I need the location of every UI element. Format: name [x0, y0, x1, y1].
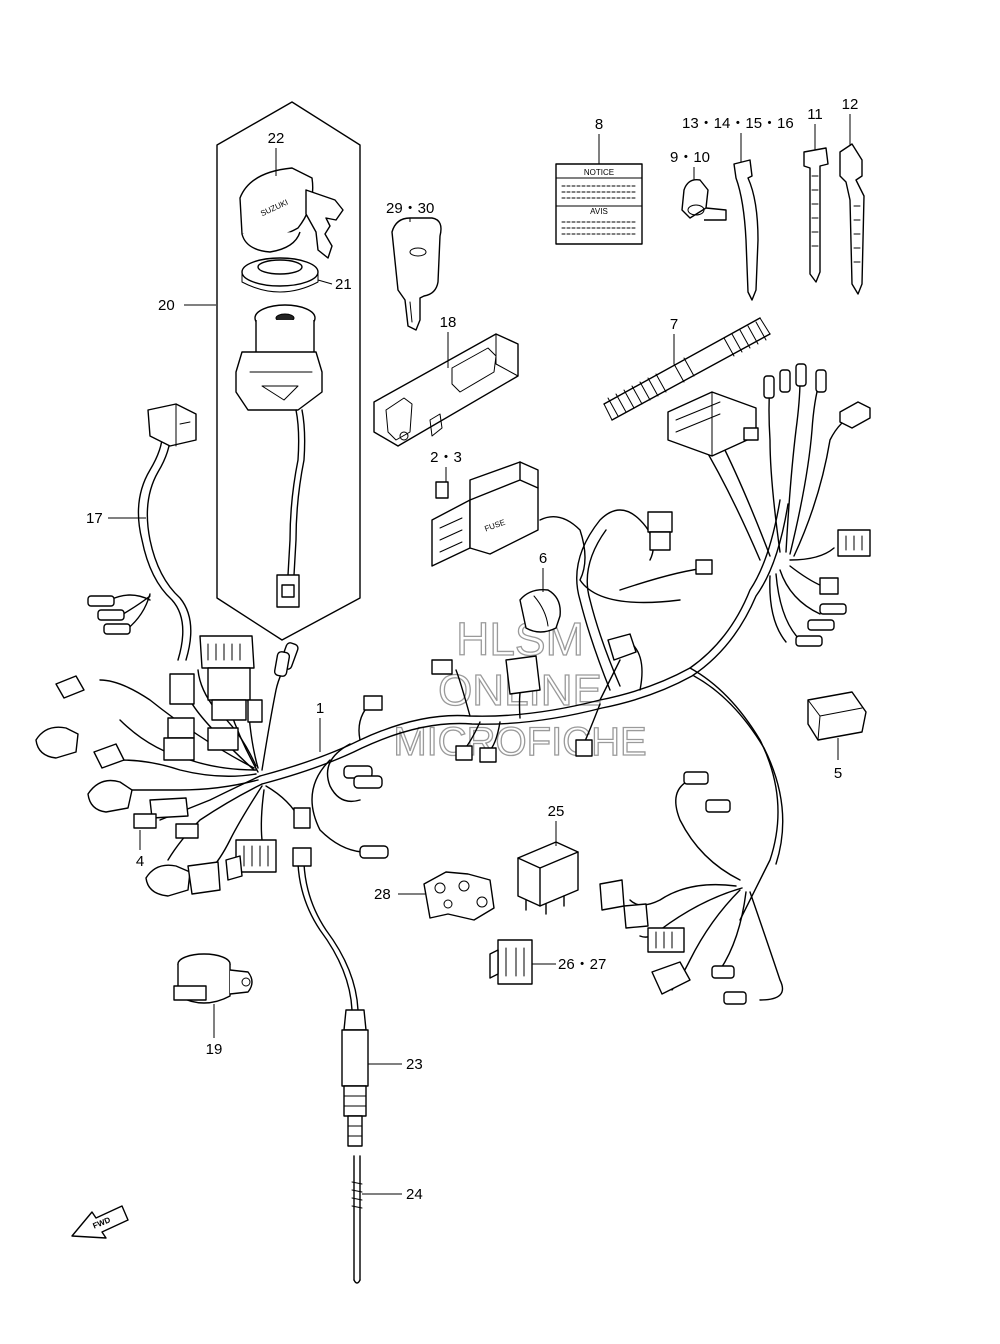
- ignition-switch-body: [235, 304, 323, 411]
- label-20: 20: [158, 297, 175, 314]
- label-5: 5: [834, 765, 842, 782]
- label-8: 8: [595, 116, 603, 133]
- sensor-pin: [351, 1155, 363, 1284]
- watermark-line3: MICROFICHE: [393, 720, 646, 764]
- decal-avis-text: AVIS: [590, 207, 608, 216]
- watermark-line1: HLSM: [456, 613, 584, 665]
- key-cap: SUZUKI: [239, 167, 344, 259]
- label-21: 21: [335, 276, 352, 293]
- callouts: 22 21 20 29・30 8 9・10 13・14・15・16 11 12 …: [86, 96, 858, 1203]
- lock-nut: [241, 257, 319, 293]
- label-12: 12: [842, 96, 859, 113]
- label-2-3: 2・3: [430, 449, 462, 466]
- label-11: 11: [807, 106, 823, 123]
- label-28: 28: [374, 886, 391, 903]
- label-22: 22: [268, 130, 285, 147]
- label-18: 18: [440, 314, 457, 331]
- label-26-27: 26・27: [558, 956, 606, 973]
- label-25: 25: [548, 803, 565, 820]
- label-19: 19: [206, 1041, 223, 1058]
- relay-socket: [489, 939, 533, 985]
- protective-tube: [603, 317, 771, 421]
- speed-sensor: [292, 847, 369, 1147]
- ignition-switch-assembly: SUZUKI: [216, 101, 361, 641]
- label-29-30: 29・30: [386, 200, 434, 217]
- label-17: 17: [86, 510, 103, 527]
- connector-cover: [519, 589, 561, 633]
- main-wiring-harness: [35, 363, 871, 1005]
- label-9-10: 9・10: [670, 149, 710, 166]
- neutral-switch: [173, 953, 253, 1004]
- label-6: 6: [539, 550, 547, 567]
- relay-bracket: [423, 871, 495, 921]
- mounting-bracket: [373, 333, 519, 447]
- label-4: 4: [136, 853, 144, 870]
- forward-arrow-icon: FWD: [71, 1205, 129, 1239]
- label-23: 23: [406, 1056, 423, 1073]
- fuse-box: FUSE: [431, 461, 539, 567]
- label-13-16: 13・14・15・16: [682, 115, 794, 132]
- relay: [517, 841, 579, 915]
- decal-notice-text: NOTICE: [584, 168, 614, 177]
- sub-harness: [137, 403, 197, 661]
- wire-clamp: [681, 179, 727, 221]
- label-1: 1: [316, 700, 324, 717]
- key-blank: [391, 217, 442, 331]
- boot-cover: [807, 691, 867, 741]
- label-7: 7: [670, 316, 678, 333]
- warning-decal: NOTICE AVIS: [555, 163, 643, 245]
- cable-ties: [733, 143, 865, 301]
- label-24: 24: [406, 1186, 423, 1203]
